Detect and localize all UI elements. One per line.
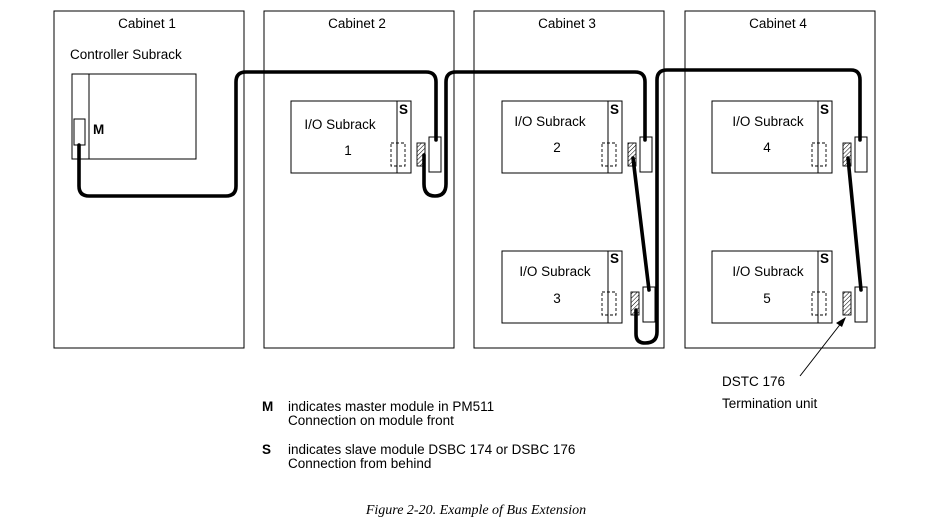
io-subrack-2-number: 2 [553, 140, 561, 155]
slave-mark-4: S [820, 102, 829, 117]
cabinet-1: Cabinet 1 [53, 10, 245, 349]
slave-mark-2: S [610, 102, 619, 117]
bus-cable-1-loop [422, 70, 647, 198]
legend: M indicates master module in PM511 Conne… [262, 399, 575, 471]
io-subrack-2: S I/O Subrack 2 [501, 100, 653, 174]
termination-arrowhead [836, 317, 846, 327]
io-subrack-1-number: 1 [344, 143, 352, 158]
legend-key-m: M [262, 399, 273, 414]
cabinet-3-title: Cabinet 3 [538, 16, 596, 31]
master-mark: M [93, 122, 104, 137]
io-subrack-1-label: I/O Subrack [304, 117, 376, 132]
legend-m-line2: Connection on module front [288, 413, 454, 428]
controller-subrack: Controller Subrack M [70, 47, 197, 160]
io-subrack-5: S I/O Subrack 5 [711, 250, 868, 324]
slave-mark-1: S [399, 102, 408, 117]
io-subrack-3-number: 3 [553, 291, 561, 306]
io-subrack-2-label: I/O Subrack [514, 114, 586, 129]
master-module [73, 118, 86, 146]
slave-mark-5: S [820, 251, 829, 266]
bus-cable-master-to-1 [77, 70, 438, 198]
figure-caption: Figure 2-20. Example of Bus Extension [365, 503, 586, 518]
slave-mark-3: S [610, 251, 619, 266]
termination-line1: DSTC 176 [722, 374, 785, 389]
io-subrack-5-number: 5 [763, 291, 771, 306]
bus-cable-3-loop [634, 68, 862, 345]
legend-s-line1: indicates slave module DSBC 174 or DSBC … [288, 442, 575, 457]
cabinet-1-title: Cabinet 1 [118, 16, 176, 31]
io-subrack-5-label: I/O Subrack [732, 264, 804, 279]
io-subrack-4-number: 4 [763, 140, 771, 155]
io-subrack-1: S I/O Subrack 1 [290, 100, 442, 174]
io-subrack-3-label: I/O Subrack [519, 264, 591, 279]
io-subrack-3: S I/O Subrack 3 [501, 250, 656, 324]
termination-line2: Termination unit [722, 396, 818, 411]
cabinet-4-title: Cabinet 4 [749, 16, 807, 31]
bus-cable-2-to-3 [631, 156, 651, 292]
io-subrack-4: S I/O Subrack 4 [711, 100, 868, 174]
controller-subrack-label: Controller Subrack [70, 47, 182, 62]
legend-s-line2: Connection from behind [288, 456, 431, 471]
legend-m-line1: indicates master module in PM511 [288, 399, 494, 414]
legend-key-s: S [262, 442, 271, 457]
bus-cable-4-to-5 [846, 156, 863, 292]
io-subrack-4-label: I/O Subrack [732, 114, 804, 129]
termination-arrow [799, 321, 843, 377]
cabinet-2-title: Cabinet 2 [328, 16, 386, 31]
